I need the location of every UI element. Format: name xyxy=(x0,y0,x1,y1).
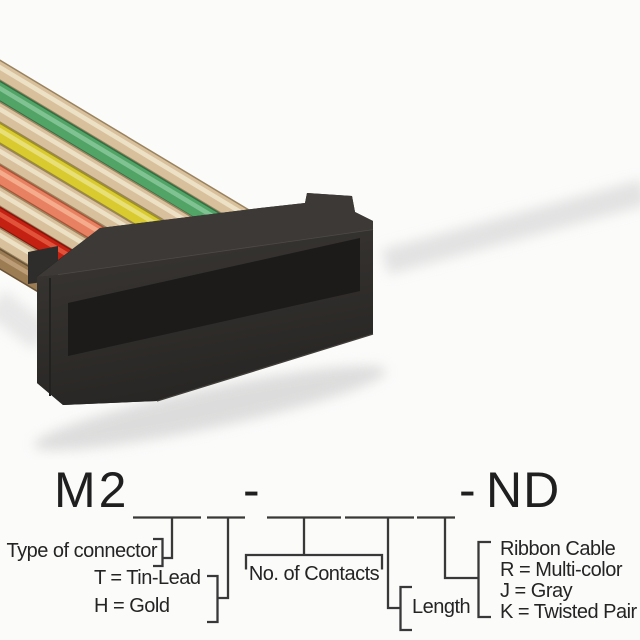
part-number-separator: - xyxy=(459,462,476,518)
bracket-contacts xyxy=(244,553,384,570)
product-photo xyxy=(0,59,640,451)
cable-assembly-photo xyxy=(0,59,640,451)
bracket-length xyxy=(399,585,412,632)
connector-bottom-edge xyxy=(156,333,374,402)
leader-type xyxy=(162,517,174,560)
bracket-plating xyxy=(207,574,219,624)
bracket-cable-type xyxy=(477,540,491,619)
part-number-diagram: M2 - - ND Typ xyxy=(0,460,640,640)
part-number-suffix: ND xyxy=(486,462,561,518)
label-plating-tin-lead: T = Tin-Lead xyxy=(94,567,201,589)
label-no-of-contacts: No. of Contacts xyxy=(248,563,380,585)
bracket-type xyxy=(153,537,164,568)
leader-cable-type xyxy=(443,517,479,580)
leader-plating xyxy=(217,517,230,600)
label-ribbon-gray: J = Gray xyxy=(500,580,573,602)
diagram-callout-lines xyxy=(133,516,491,632)
leader-length xyxy=(386,517,401,610)
connector-wire-channel xyxy=(68,238,360,356)
shadows xyxy=(0,179,640,451)
label-plating-gold: H = Gold xyxy=(94,595,170,617)
label-type-of-connector: Type of connector xyxy=(6,540,158,562)
label-ribbon-cable: Ribbon Cable xyxy=(500,538,616,560)
label-ribbon-twisted-pair: K = Twisted Pair xyxy=(500,601,637,623)
idc-connector xyxy=(28,193,374,405)
label-length: Length xyxy=(412,596,471,618)
part-number-prefix: M2 xyxy=(54,462,130,518)
part-number-separator: - xyxy=(243,462,260,518)
connector-top-face xyxy=(37,193,373,277)
label-ribbon-multicolor: R = Multi-color xyxy=(500,559,622,581)
